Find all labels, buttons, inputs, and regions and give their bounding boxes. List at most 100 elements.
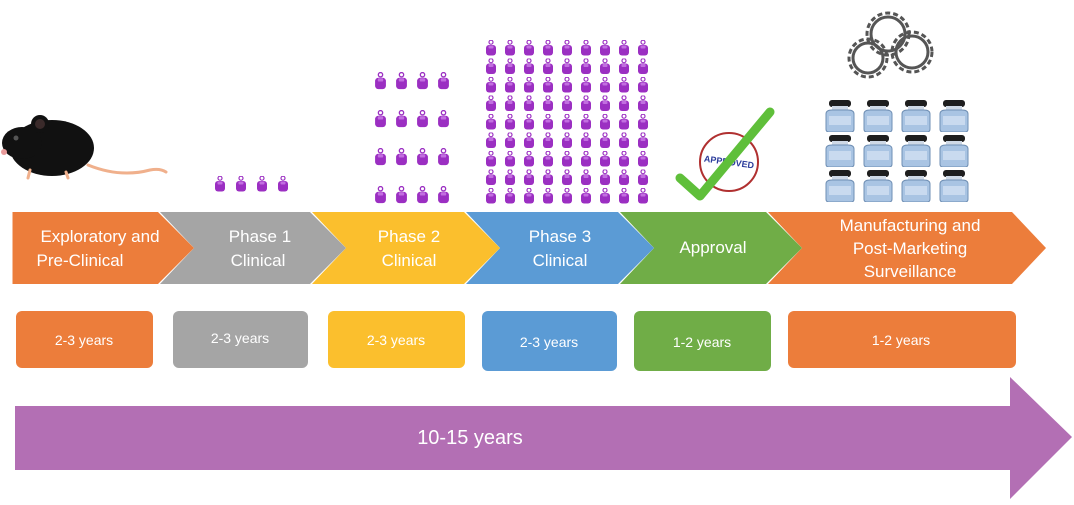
gears-icon xyxy=(847,11,934,79)
participant-icon xyxy=(374,186,387,204)
vial-icon xyxy=(863,170,893,202)
participant-icon xyxy=(542,40,554,56)
participant-icon xyxy=(599,151,611,167)
participant-icon xyxy=(504,95,516,112)
vial-icon xyxy=(939,170,969,202)
participant-icon xyxy=(395,148,408,166)
chevron-phase3 xyxy=(466,212,654,284)
participant-icon xyxy=(235,176,247,192)
participant-icon xyxy=(485,188,497,204)
participant-icon xyxy=(437,148,450,166)
participant-icon xyxy=(256,176,268,192)
vials-icon xyxy=(825,100,969,202)
participant-icon xyxy=(637,114,649,130)
participant-icon xyxy=(542,58,554,75)
vial-icon xyxy=(825,135,855,167)
participant-icon xyxy=(416,186,429,204)
participant-icon xyxy=(618,40,630,56)
participant-icon xyxy=(485,40,497,56)
participant-icon xyxy=(374,72,387,90)
participant-icon xyxy=(416,72,429,90)
participant-icon xyxy=(542,188,554,204)
participant-icon xyxy=(523,40,535,56)
participant-icon xyxy=(504,151,516,167)
chevron-preclinical xyxy=(12,212,194,284)
chevron-phase2 xyxy=(312,212,500,284)
participant-icon xyxy=(637,132,649,149)
phase1-participants xyxy=(214,176,289,192)
participant-icon xyxy=(485,169,497,186)
participant-icon xyxy=(618,132,630,149)
duration-box-phase1: 2-3 years xyxy=(173,311,308,368)
participant-icon xyxy=(542,114,554,130)
chevron-phase1 xyxy=(160,212,346,284)
vial-icon xyxy=(825,170,855,202)
participant-icon xyxy=(599,95,611,112)
participant-icon xyxy=(504,132,516,149)
stage-label-phase1-line2: Clinical xyxy=(231,251,286,270)
mouse-icon xyxy=(1,115,168,180)
participant-icon xyxy=(580,95,592,112)
vial-icon xyxy=(939,100,969,132)
participant-icon xyxy=(637,77,649,93)
duration-box-manufacturing: 1-2 years xyxy=(788,311,1016,368)
participant-icon xyxy=(637,95,649,112)
participant-icon xyxy=(580,114,592,130)
participant-icon xyxy=(542,95,554,112)
participant-icon xyxy=(618,151,630,167)
participant-icon xyxy=(580,151,592,167)
participant-icon xyxy=(561,188,573,204)
duration-box-approval: 1-2 years xyxy=(634,311,771,371)
participant-icon xyxy=(504,188,516,204)
participant-icon xyxy=(485,114,497,130)
participant-icon xyxy=(561,169,573,186)
participant-icon xyxy=(599,132,611,149)
duration-box-phase3: 2-3 years xyxy=(482,311,617,371)
participant-icon xyxy=(523,132,535,149)
participant-icon xyxy=(523,58,535,75)
duration-label: 2-3 years xyxy=(211,330,269,346)
participant-icon xyxy=(580,40,592,56)
duration-label: 2-3 years xyxy=(55,332,113,348)
approved-stamp-icon: APPROVED xyxy=(675,107,775,201)
participant-icon xyxy=(437,186,450,204)
participant-icon xyxy=(542,132,554,149)
participant-icon xyxy=(485,132,497,149)
participant-icon xyxy=(618,77,630,93)
participant-icon xyxy=(395,186,408,204)
stage-label-phase1-line1: Phase 1 xyxy=(229,227,291,246)
participant-icon xyxy=(561,40,573,56)
duration-label: 2-3 years xyxy=(367,332,425,348)
participant-icon xyxy=(523,169,535,186)
participant-icon xyxy=(485,77,497,93)
vial-icon xyxy=(863,100,893,132)
participant-icon xyxy=(561,114,573,130)
participant-icon xyxy=(504,40,516,56)
participant-icon xyxy=(542,77,554,93)
participant-icon xyxy=(504,114,516,130)
duration-label: 2-3 years xyxy=(520,334,578,350)
vial-icon xyxy=(863,135,893,167)
participant-icon xyxy=(637,58,649,75)
participant-icon xyxy=(637,40,649,56)
participant-icon xyxy=(523,77,535,93)
chevron-manufacturing xyxy=(768,212,1046,284)
participant-icon xyxy=(523,95,535,112)
participant-icon xyxy=(485,58,497,75)
stage-label-phase3-line1: Phase 3 xyxy=(529,227,591,246)
participant-icon xyxy=(374,148,387,166)
participant-icon xyxy=(504,58,516,75)
participant-icon xyxy=(561,95,573,112)
stage-label-approval: Approval xyxy=(679,238,746,257)
participant-icon xyxy=(618,58,630,75)
stage-label-manufacturing-line2: Post-Marketing xyxy=(853,239,967,258)
participant-icon xyxy=(277,176,289,192)
participant-icon xyxy=(618,188,630,204)
participant-icon xyxy=(395,72,408,90)
participant-icon xyxy=(542,169,554,186)
participant-icon xyxy=(214,176,226,192)
stage-chevrons xyxy=(11,212,1046,284)
participant-icon xyxy=(637,169,649,186)
